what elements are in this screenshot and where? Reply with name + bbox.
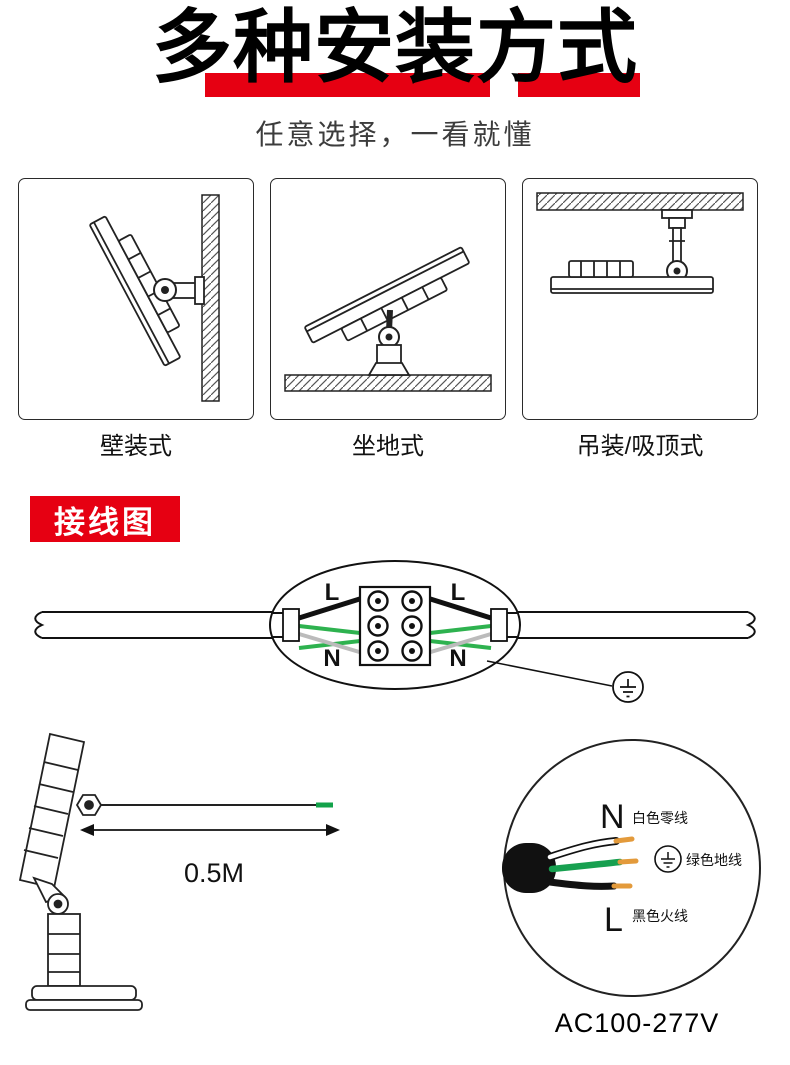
title-highlight-right: [518, 73, 640, 97]
cable-length-diagram: 0.5M: [18, 732, 340, 1011]
wire-color-diagram: N 白色零线 绿色地线 L 黑色火线: [502, 739, 761, 997]
stand-post: [47, 913, 81, 987]
cable-length-label: 0.5M: [184, 858, 244, 888]
stand-base: [367, 362, 411, 376]
floodlight-side-view: [18, 732, 143, 1011]
neutral-wire: [547, 838, 619, 860]
floodlight-drawing: [304, 246, 470, 344]
terminal-label-n-left: N: [323, 645, 340, 672]
pivot-joint: [153, 278, 177, 302]
page-subtitle: 任意选择，一看就懂: [255, 119, 535, 150]
dimension-line: [80, 824, 340, 836]
terminal-label-l-left: L: [325, 579, 340, 606]
ground-symbol-icon: [654, 845, 682, 873]
wire-strands: [546, 836, 639, 890]
pivot-joint: [378, 326, 400, 348]
neutral-letter: N: [600, 798, 625, 836]
terminal-block: [358, 585, 432, 667]
dimension-arrow-left: [80, 824, 94, 836]
mount-card-ceiling: [522, 178, 758, 420]
ground-leader-line: [486, 660, 613, 687]
mount-label-floor: 坐地式: [352, 433, 424, 460]
title-highlight-left: [205, 73, 490, 97]
wall-mount-diagram: [89, 194, 220, 402]
page-title: 多种安装方式: [152, 3, 638, 92]
stand-base: [31, 985, 137, 1001]
ceiling-mount-diagram: [536, 192, 744, 294]
ceiling-bracket: [661, 209, 693, 265]
live-letter: L: [604, 901, 623, 939]
live-wire: [546, 878, 618, 890]
ground-desc: 绿色地线: [686, 852, 742, 868]
ground-symbol-icon: [612, 671, 644, 703]
dimension-arrow-right: [326, 824, 340, 836]
floodlight-drawing: [550, 260, 714, 294]
ceiling-surface: [536, 192, 744, 211]
mount-label-ceiling: 吊装/吸顶式: [576, 433, 704, 460]
live-desc: 黑色火线: [632, 908, 688, 924]
neutral-desc: 白色零线: [632, 810, 688, 826]
floor-surface: [284, 374, 492, 392]
mount-card-floor: [270, 178, 506, 420]
copper-tip: [617, 858, 639, 865]
ground-wire: [548, 858, 624, 873]
stand-post: [376, 344, 402, 366]
wiring-diagram: L L N N: [34, 560, 756, 703]
mount-card-wall: [18, 178, 254, 420]
voltage-label: AC100-277V: [554, 1008, 720, 1038]
cable-sheath: [502, 843, 556, 893]
cable-end-cap-left: [282, 608, 300, 642]
floodlight-drawing: [89, 215, 181, 367]
cable-stubs: [273, 612, 517, 638]
copper-tip: [613, 836, 635, 844]
wall-plate: [194, 276, 205, 305]
cable-end-cap-right: [490, 608, 508, 642]
wiring-section-label: 接线图: [30, 496, 180, 542]
terminal-label-n-right: N: [449, 645, 466, 672]
floor-mount-diagram: [284, 246, 492, 392]
terminal-label-l-right: L: [451, 579, 466, 606]
mount-label-wall: 壁装式: [100, 433, 172, 460]
